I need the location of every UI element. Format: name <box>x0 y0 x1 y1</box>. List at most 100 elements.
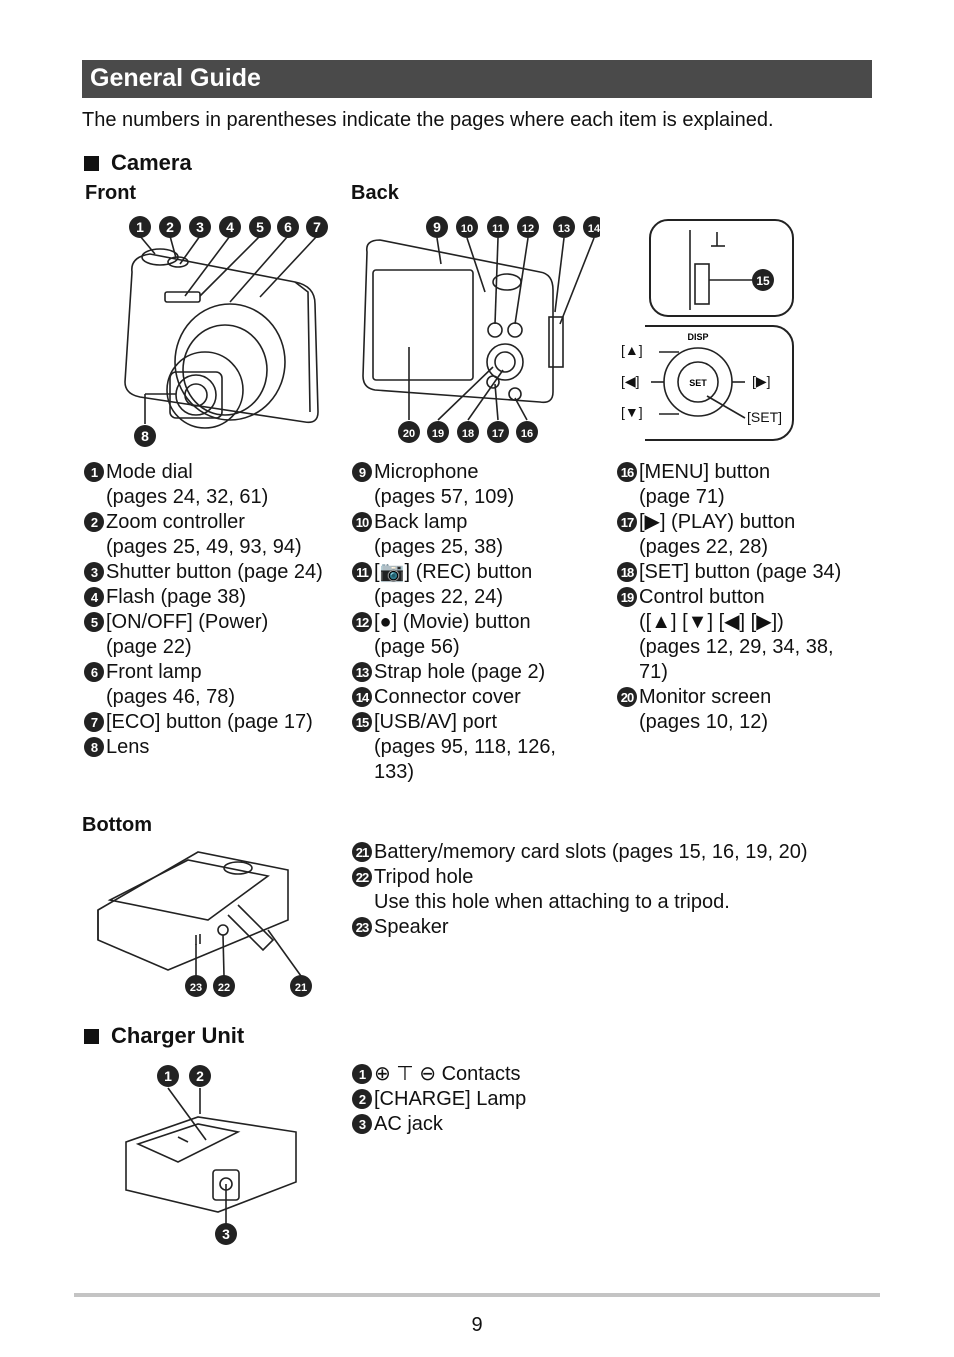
legend-item: 7[ECO] button (page 17) <box>84 710 323 735</box>
callout-label: 20 <box>403 428 415 440</box>
callout-number: 6 <box>84 662 104 682</box>
callout-number: 22 <box>352 867 372 887</box>
callout-label: 11 <box>492 223 504 235</box>
callout-label: 12 <box>522 223 534 235</box>
disp-label: DISP <box>687 332 708 342</box>
callout-marker <box>277 216 299 238</box>
page-number: 9 <box>471 1314 483 1336</box>
callout-label: 9 <box>433 219 441 235</box>
callout-number: 3 <box>352 1114 372 1134</box>
callout-label: 8 <box>141 428 149 444</box>
callout-number: 7 <box>84 712 104 732</box>
square-bullet-icon <box>84 155 99 171</box>
callout-label: 1 <box>136 219 144 235</box>
legend-text: AC jack <box>374 1113 443 1135</box>
legend-item: 1⊕ ⊤ ⊖ Contacts <box>352 1062 526 1087</box>
callout-number: 20 <box>617 687 637 707</box>
callout-label: 19 <box>432 428 444 440</box>
legend-text: [USB/AV] port (pages 95, 118, 126, 133) <box>374 711 556 783</box>
callout-label: 17 <box>492 428 504 440</box>
callout-label: 23 <box>190 982 202 994</box>
callout-number: 14 <box>352 687 372 707</box>
legend-item: 15[USB/AV] port (pages 95, 118, 126, 133… <box>352 710 556 785</box>
callout-number: 17 <box>617 512 637 532</box>
callout-number: 9 <box>352 462 372 482</box>
callout-label: 14 <box>588 223 600 235</box>
callout-number: 13 <box>352 662 372 682</box>
legend-text: [CHARGE] Lamp <box>374 1088 527 1110</box>
legend-item: 2[CHARGE] Lamp <box>352 1087 526 1112</box>
callout-number: 1 <box>84 462 104 482</box>
callout-label: 13 <box>558 223 570 235</box>
callout-number: 4 <box>84 587 104 607</box>
callout-marker <box>134 425 156 447</box>
control-set-label: [SET] <box>747 409 783 425</box>
callout-number: 18 <box>617 562 637 582</box>
legend-text: [📷] (REC) button (pages 22, 24) <box>374 561 533 608</box>
callout-label: 6 <box>284 219 292 235</box>
callout-15: 15 <box>756 274 770 288</box>
front-label: Front <box>85 182 137 204</box>
callout-marker <box>516 421 538 443</box>
callout-marker <box>157 1065 179 1087</box>
callout-number: 21 <box>352 842 372 862</box>
legend-text: Zoom controller (pages 25, 49, 93, 94) <box>106 511 302 558</box>
callout-marker <box>517 216 539 238</box>
legend-item: 12[●] (Movie) button (page 56) <box>352 610 556 660</box>
legend-text: Flash (page 38) <box>106 586 247 608</box>
legend-text: Tripod hole Use this hole when attaching… <box>374 866 730 913</box>
callout-marker <box>189 1065 211 1087</box>
legend-text: [MENU] button (page 71) <box>639 461 771 508</box>
callout-marker <box>457 421 479 443</box>
callout-label: 3 <box>222 1226 230 1242</box>
square-bullet-icon <box>84 1028 99 1044</box>
legend-text: ⊕ ⊤ ⊖ Contacts <box>374 1063 521 1085</box>
detail-insets-illustration: 15 DISP SET <box>645 219 794 441</box>
charger-heading: Charger Unit <box>84 1023 244 1049</box>
legend-item: 16[MENU] button (page 71) <box>617 460 841 510</box>
callout-label: 10 <box>461 223 473 235</box>
callout-number: 5 <box>84 612 104 632</box>
callout-marker <box>215 1223 237 1245</box>
callout-number: 10 <box>352 512 372 532</box>
callout-number: 12 <box>352 612 372 632</box>
callout-marker <box>553 216 575 238</box>
callout-label: 1 <box>164 1068 172 1084</box>
camera-heading-text: Camera <box>111 150 192 175</box>
legend-text: Control button ([▲] [▼] [◀] [▶]) (pages … <box>639 586 834 683</box>
callout-marker <box>427 421 449 443</box>
callout-marker <box>426 216 448 238</box>
back-label: Back <box>351 182 399 204</box>
legend-text: Lens <box>106 736 150 758</box>
callout-marker <box>398 421 420 443</box>
page-title: General Guide <box>90 64 261 92</box>
legend-column-3: 16[MENU] button (page 71)17[▶] (PLAY) bu… <box>617 460 841 735</box>
callout-marker <box>159 216 181 238</box>
legend-text: Front lamp (pages 46, 78) <box>106 661 235 708</box>
callout-number: 3 <box>84 562 104 582</box>
legend-text: [ON/OFF] (Power) (page 22) <box>106 611 269 658</box>
title-bar: General Guide <box>82 60 872 98</box>
callout-label: 5 <box>256 219 264 235</box>
callout-marker <box>189 216 211 238</box>
control-right-label: [▶] <box>752 373 771 389</box>
callout-number: 19 <box>617 587 637 607</box>
bottom-label: Bottom <box>82 814 152 836</box>
callout-label: 21 <box>295 982 307 994</box>
callout-marker <box>219 216 241 238</box>
